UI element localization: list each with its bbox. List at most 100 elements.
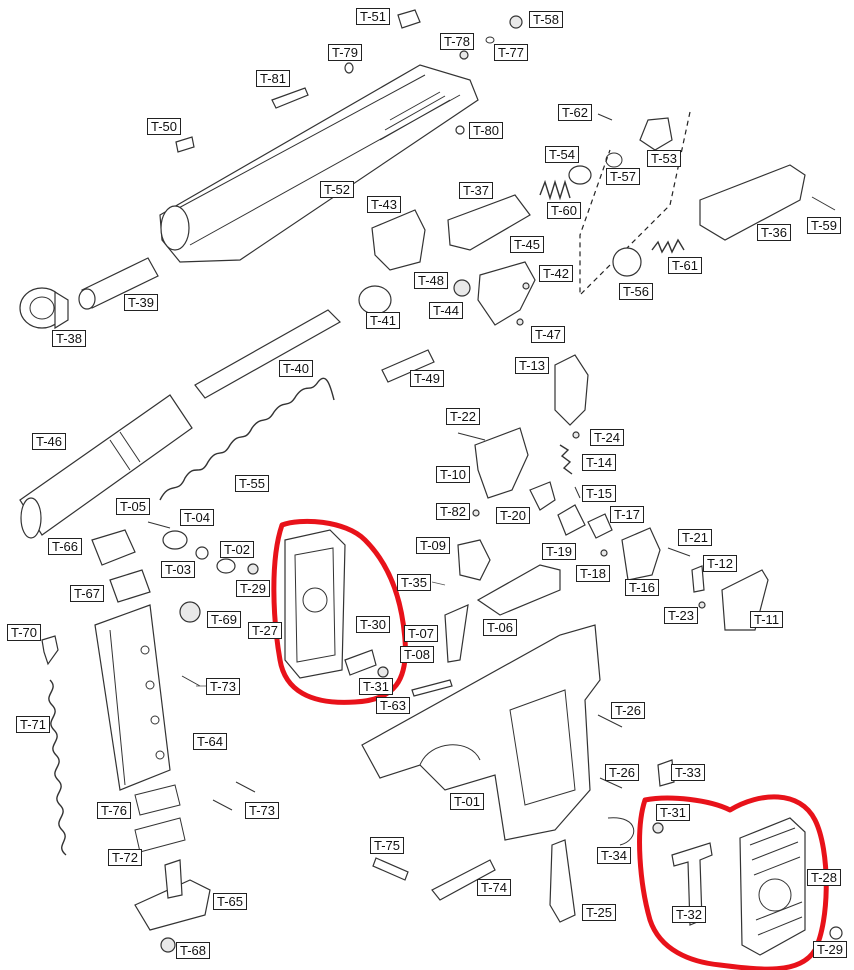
part-label: T-39	[124, 294, 159, 311]
gear-part	[453, 279, 471, 297]
pin-sleeve-part	[162, 530, 188, 550]
valve-knocker-part	[477, 261, 536, 326]
trigger-bar-part	[587, 513, 613, 539]
part-label: T-40	[279, 360, 314, 377]
cup-part	[612, 247, 642, 277]
part-label: T-05	[116, 498, 151, 515]
gasket-part-2	[134, 817, 186, 853]
part-label: T-74	[477, 879, 512, 896]
part-label: T-76	[97, 802, 132, 819]
hammer-spring-part	[559, 444, 573, 475]
screw-part	[459, 50, 469, 60]
part-label: T-38	[52, 330, 87, 347]
part-label: T-75	[370, 837, 405, 854]
part-label: T-26	[611, 702, 646, 719]
clip-part	[657, 759, 675, 787]
loading-spring-part	[651, 238, 685, 254]
bushing-part	[358, 285, 392, 315]
part-label: T-51	[356, 8, 391, 25]
right-grip-part	[739, 817, 806, 956]
part-label: T-67	[70, 585, 105, 602]
part-label: T-28	[807, 869, 842, 886]
part-label: T-61	[668, 257, 703, 274]
part-label: T-15	[582, 485, 617, 502]
small-pin-part	[344, 62, 354, 74]
part-label: T-50	[147, 118, 182, 135]
screw-part-2	[247, 563, 259, 575]
grip-screw-cap-part	[829, 926, 843, 940]
part-label: T-22	[446, 408, 481, 425]
part-label: T-24	[590, 429, 625, 446]
part-label: T-69	[207, 611, 242, 628]
grip-screw-bushing-part	[344, 649, 377, 676]
part-label: T-66	[48, 538, 83, 555]
part-label: T-46	[32, 433, 67, 450]
part-label: T-31	[359, 678, 394, 695]
part-label: T-31	[656, 804, 691, 821]
hammer-housing-part	[474, 427, 529, 499]
part-label: T-19	[542, 543, 577, 560]
spring-pin-part	[509, 15, 523, 29]
pin-part	[597, 113, 613, 121]
sear-part	[529, 481, 556, 511]
valve-part	[568, 165, 592, 185]
slide-part	[159, 64, 479, 263]
part-label: T-60	[547, 202, 582, 219]
follower-part	[41, 635, 59, 666]
hammer-part	[554, 354, 589, 426]
part-label: T-23	[664, 607, 699, 624]
part-label: T-43	[367, 196, 402, 213]
part-label: T-56	[619, 283, 654, 300]
part-label: T-14	[582, 454, 617, 471]
frame-part	[361, 624, 601, 841]
rod-part	[381, 349, 435, 383]
pin-part-2	[597, 714, 623, 728]
rail-part	[476, 564, 561, 616]
part-label: T-06	[483, 619, 518, 636]
recoil-spring-part	[159, 377, 335, 501]
part-label: T-54	[545, 146, 580, 163]
part-label: T-32	[672, 906, 707, 923]
part-label: T-37	[459, 182, 494, 199]
small-ring-part	[195, 546, 209, 560]
loading-unit-part	[699, 164, 806, 241]
grip-screw-part-2	[652, 822, 664, 834]
oring-part	[605, 152, 623, 168]
washer-part	[485, 36, 495, 44]
piston-head-part	[639, 117, 673, 151]
part-label: T-53	[647, 150, 682, 167]
part-label: T-36	[757, 224, 792, 241]
part-label: T-58	[529, 11, 564, 28]
part-label: T-77	[494, 44, 529, 61]
part-label: T-29	[236, 580, 271, 597]
part-label: T-30	[356, 616, 391, 633]
part-label: T-48	[414, 272, 449, 289]
block-part	[621, 527, 661, 581]
part-label: T-68	[176, 942, 211, 959]
part-label: T-72	[108, 849, 143, 866]
part-label: T-79	[328, 44, 363, 61]
part-label: T-52	[320, 181, 355, 198]
plunger-part	[175, 136, 195, 153]
part-label: T-21	[678, 529, 713, 546]
nozzle-spring-part	[539, 179, 571, 201]
part-label: T-78	[440, 33, 475, 50]
pin-part-3	[599, 777, 623, 789]
part-label: T-16	[625, 579, 660, 596]
barrel-bushing-part	[19, 287, 69, 330]
valve-part-2	[179, 601, 201, 623]
part-label: T-35	[397, 574, 432, 591]
part-label: T-47	[531, 326, 566, 343]
rear-sight-part	[91, 529, 136, 566]
part-label: T-12	[703, 555, 738, 572]
part-label: T-55	[235, 475, 270, 492]
small-spring-part	[691, 565, 705, 593]
part-label: T-02	[220, 541, 255, 558]
barrel-part	[194, 309, 341, 399]
part-label: T-49	[410, 370, 445, 387]
gasket-part	[134, 784, 181, 816]
part-label: T-65	[213, 893, 248, 910]
slide-stop-part	[431, 859, 496, 901]
